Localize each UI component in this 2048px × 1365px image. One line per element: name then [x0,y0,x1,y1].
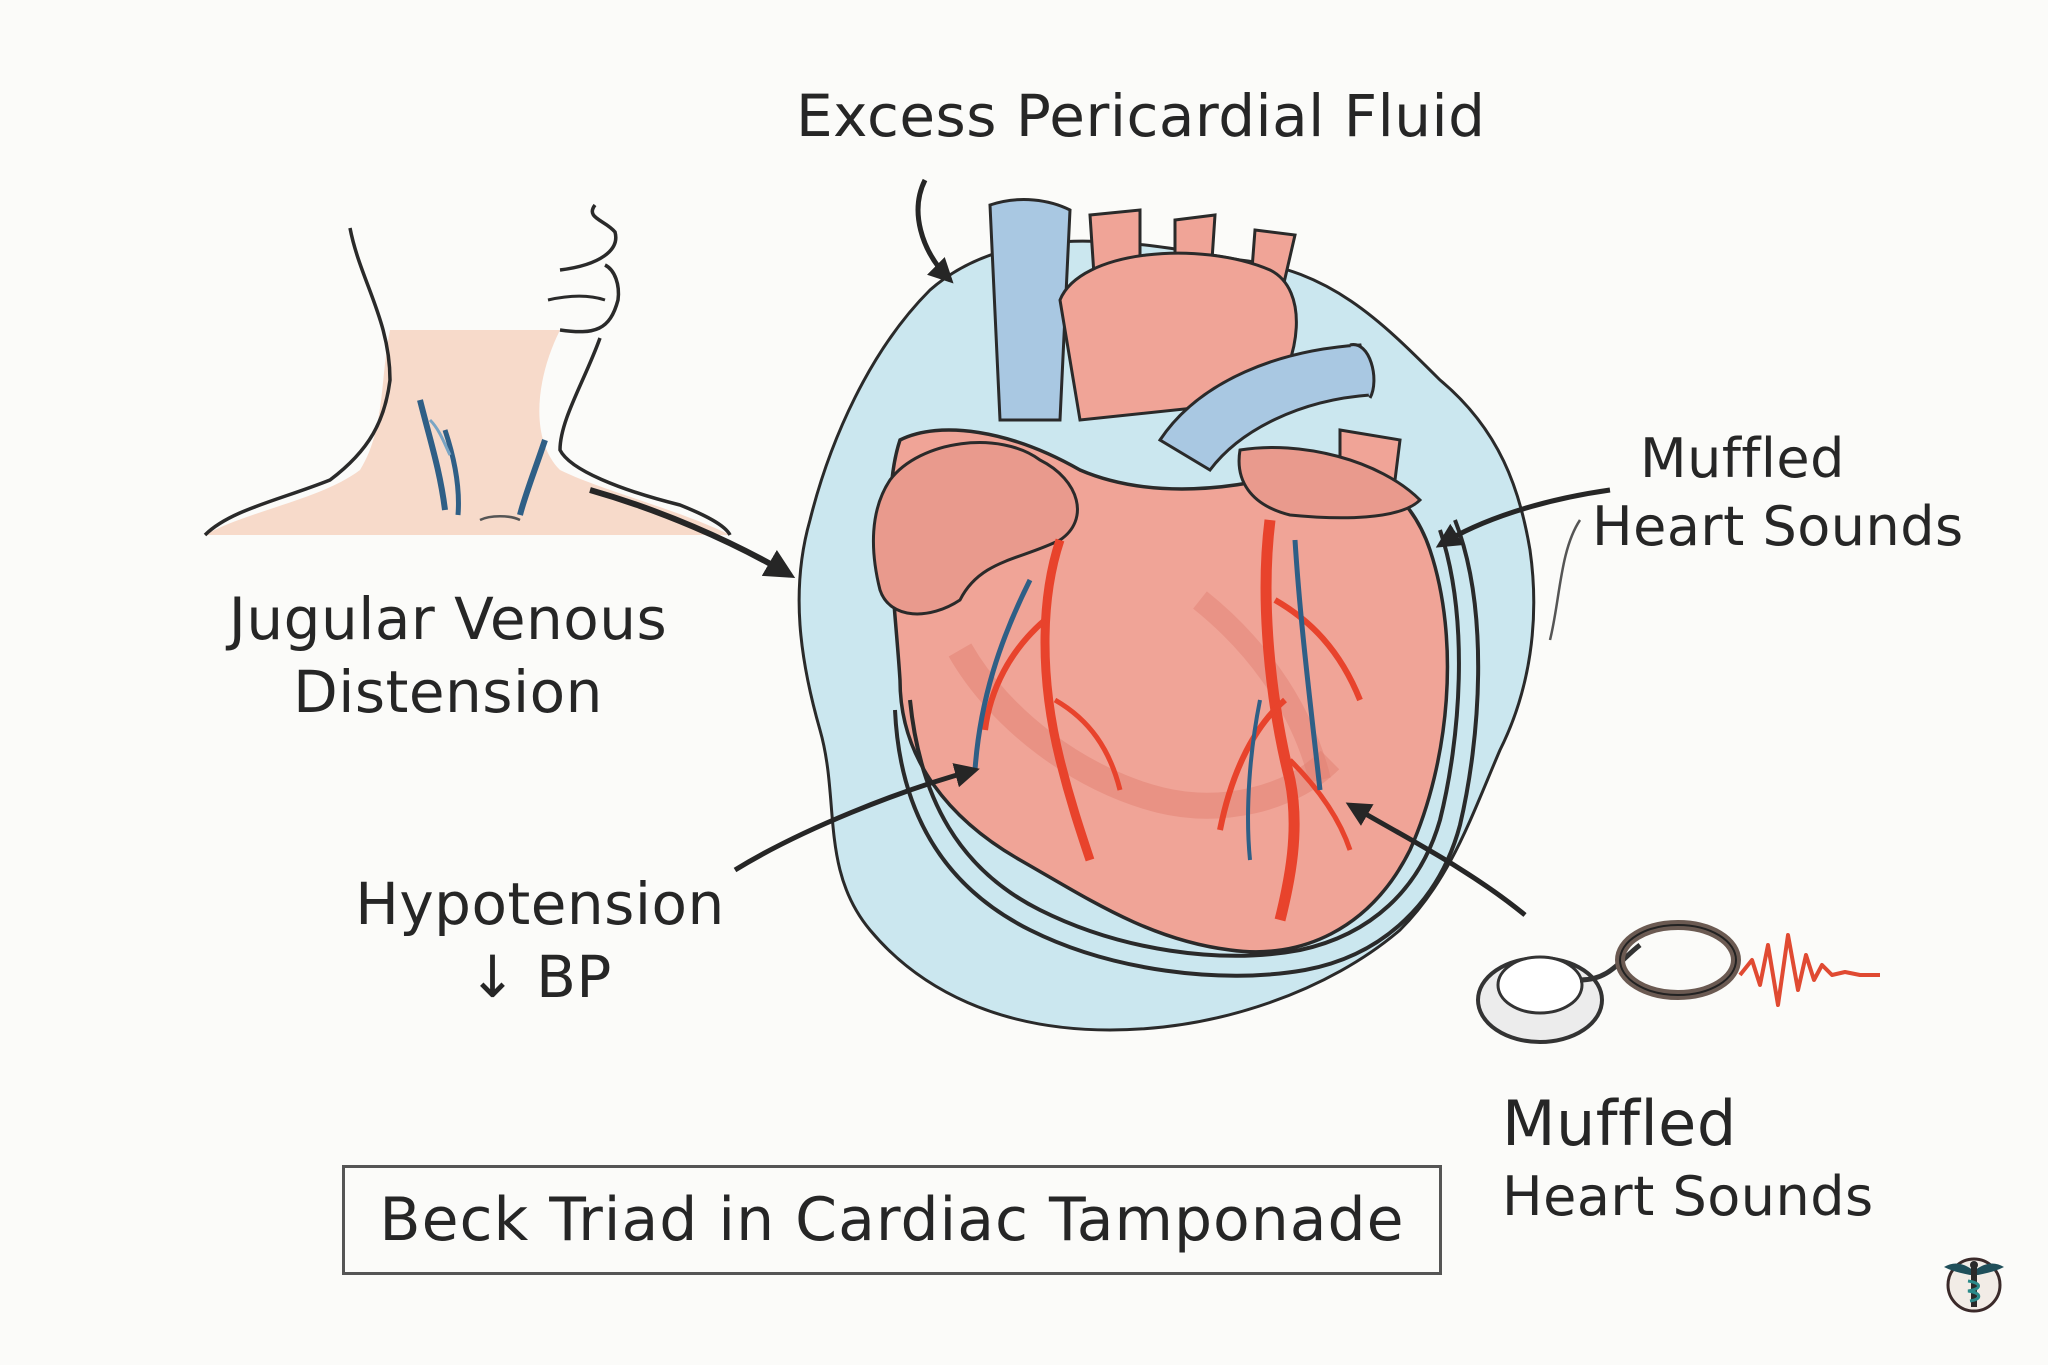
label-muffled-top-line1: Muffled [1640,427,1845,490]
label-muffled-bottom: Muffled Heart Sounds [1502,1085,1874,1230]
arrow-fluid [915,178,954,284]
label-jvd-line1: Jugular Venous [228,585,668,653]
label-hypotension-line2: ↓ BP [468,942,612,1011]
label-muffled-top-line2: Heart Sounds [1592,494,1964,558]
stethoscope-icon [1476,920,1741,1044]
diagram-title: Beck Triad in Cardiac Tamponade [379,1185,1405,1255]
caduceus-logo-icon [1944,1257,2004,1313]
label-hypotension: Hypotension ↓ BP [340,868,740,1013]
label-jvd: Jugular Venous Distension [198,583,698,728]
waveform-icon [1738,933,1880,1007]
arrow-muffled-bottom [1345,802,1527,917]
arrow-jvd [589,487,796,579]
label-jvd-line2: Distension [293,657,603,726]
label-hypotension-line1: Hypotension [355,870,725,938]
arrows [589,178,1611,917]
title-box: Beck Triad in Cardiac Tamponade [342,1165,1442,1275]
arrow-muffled-top [1435,487,1611,548]
label-excess-fluid: Excess Pericardial Fluid [796,80,1485,153]
label-muffled-bottom-line2: Heart Sounds [1502,1164,1874,1228]
label-muffled-bottom-line1: Muffled [1502,1087,1737,1160]
neck-illustration [203,203,732,537]
label-excess-fluid-text: Excess Pericardial Fluid [796,82,1486,150]
label-muffled-top: Muffled Heart Sounds [1592,425,1964,560]
arrow-hypotension [733,763,980,873]
heart-illustration [872,198,1481,978]
